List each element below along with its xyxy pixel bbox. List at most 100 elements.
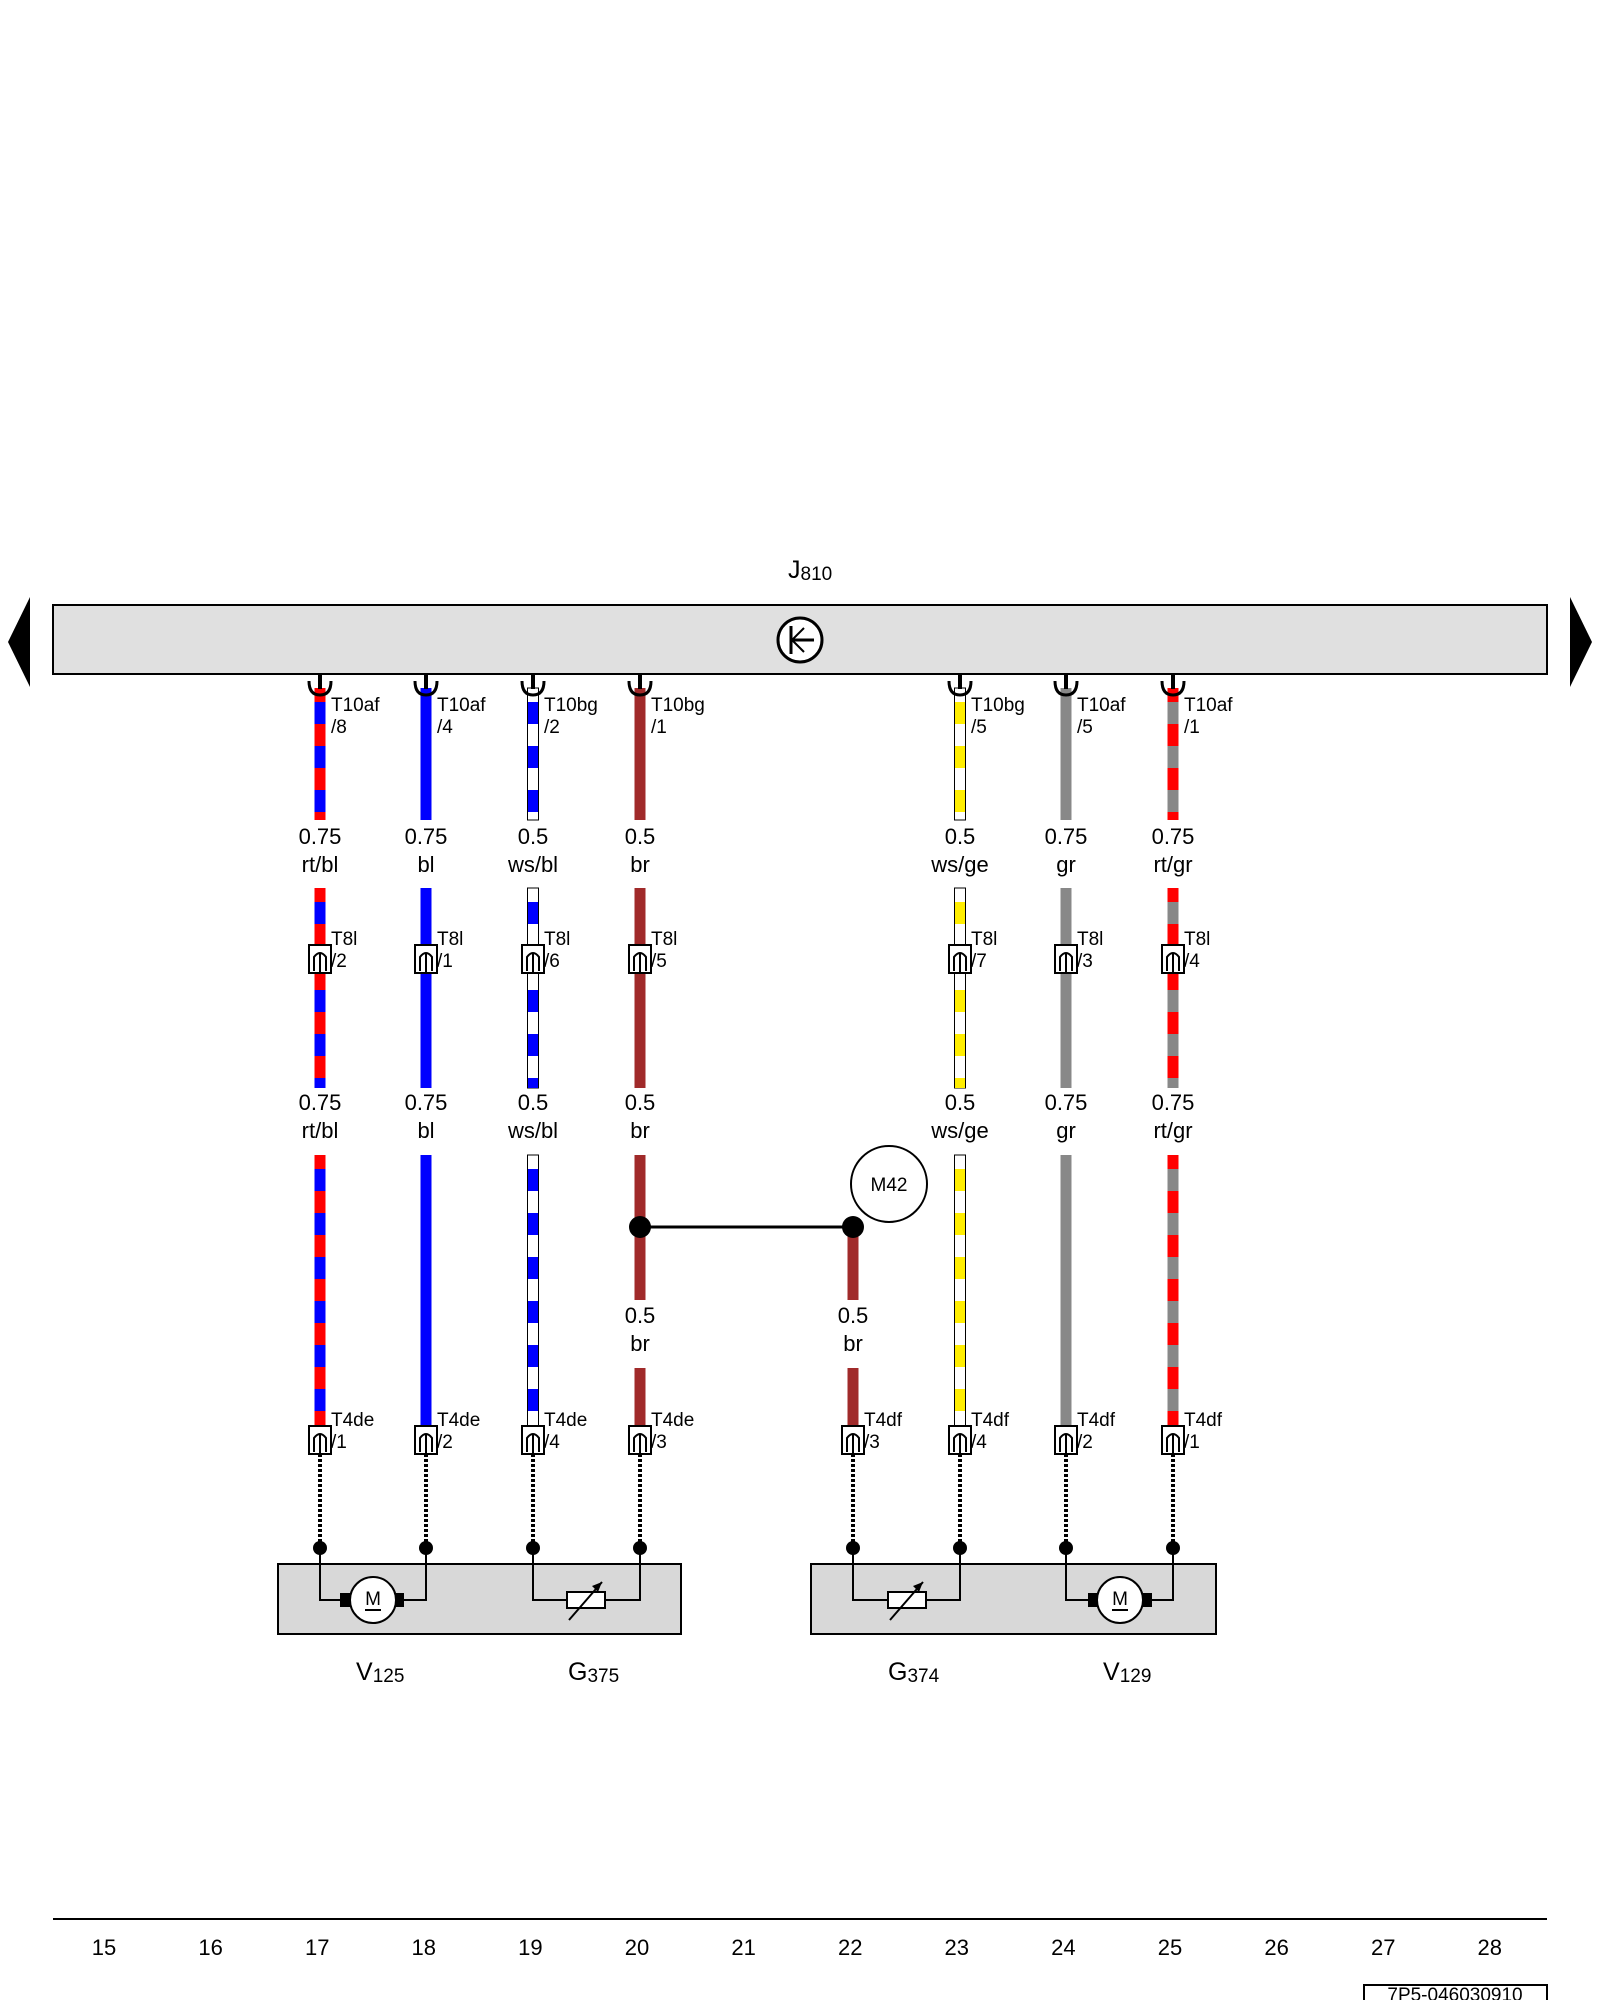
connector-label: T8l [331, 929, 357, 950]
column-number: 20 [625, 1935, 649, 1960]
connector-pin-icon[interactable] [414, 1425, 438, 1455]
wire-gauge-label: 0.5 [945, 1090, 976, 1115]
motor-icon: M [340, 1576, 404, 1624]
connector-label: T4df [864, 1410, 903, 1431]
wire-color-label: rt/bl [302, 1118, 339, 1143]
connector-pin-label: /1 [437, 951, 453, 972]
doc-code-box [1363, 1984, 1548, 2000]
connector-pin-label: /8 [331, 717, 347, 738]
connector-pin-label: /2 [544, 717, 560, 738]
column-number: 23 [945, 1935, 969, 1960]
connector-pin-icon[interactable] [413, 675, 439, 697]
wire-color-label: br [630, 852, 650, 877]
wire-gauge-label: 0.75 [1045, 824, 1088, 849]
motor-icon: M [1088, 1576, 1152, 1624]
arrow-right-icon[interactable] [1570, 597, 1592, 687]
wire-color-label: gr [1056, 852, 1076, 877]
connector-pin-icon[interactable] [521, 944, 545, 974]
wire-color-label: ws/ge [930, 1118, 988, 1143]
component-label-v129: V129 [1103, 1658, 1151, 1687]
connector-label: T8l [437, 929, 463, 950]
connector-label: T10af [1077, 695, 1126, 716]
connector-label: T10af [1184, 695, 1233, 716]
ground-arrow-circle-icon [776, 616, 824, 664]
wire-color-label: ws/bl [507, 1118, 558, 1143]
connector-pin-icon[interactable] [308, 944, 332, 974]
connector-pin-icon[interactable] [1054, 944, 1078, 974]
connector-pin-icon[interactable] [1161, 1425, 1185, 1455]
connector-label: T4df [1077, 1410, 1116, 1431]
connector-pin-label: /3 [651, 1432, 667, 1453]
connector-label: T8l [1184, 929, 1210, 950]
connector-label: T10bg [544, 695, 598, 716]
connector-pin-icon[interactable] [308, 1425, 332, 1455]
wire-color-label: rt/bl [302, 852, 339, 877]
ground-splice: M42 [629, 1145, 928, 1238]
wire-gauge-label: 0.5 [625, 1090, 656, 1115]
column-number: 22 [838, 1935, 862, 1960]
wire-gauge-label: 0.75 [1152, 1090, 1195, 1115]
connector-pin-icon[interactable] [414, 944, 438, 974]
connector-pin-label: /4 [544, 1432, 560, 1453]
connector-label: T10af [331, 695, 380, 716]
wire-color-label: rt/gr [1153, 852, 1192, 877]
connector-pin-label: /1 [331, 1432, 347, 1453]
wire-gauge-label: 0.75 [405, 824, 448, 849]
component-internal-wiring [319, 1547, 1174, 1601]
connector-pin-label: /2 [331, 951, 347, 972]
doc-code: 7P5-046030910 [1387, 1985, 1522, 2000]
connector-label: T4de [651, 1410, 694, 1431]
connector-pin-label: /7 [971, 951, 987, 972]
connector-pin-label: /1 [651, 717, 667, 738]
connector-pin-icon[interactable] [627, 675, 653, 697]
connector-pin-label: /1 [1184, 1432, 1200, 1453]
wire-gauge-label: 0.75 [1045, 1090, 1088, 1115]
arrow-left-icon[interactable] [8, 597, 30, 687]
column-number: 15 [92, 1935, 116, 1960]
column-number: 28 [1478, 1935, 1502, 1960]
column-number: 24 [1051, 1935, 1075, 1960]
connector-pin-icon[interactable] [520, 675, 546, 697]
connector-label: T4df [1184, 1410, 1223, 1431]
connector-pin-label: /2 [437, 1432, 453, 1453]
connector-pin-icon[interactable] [628, 944, 652, 974]
wire-color-label: br [843, 1331, 863, 1356]
connector-pin-icon[interactable] [948, 944, 972, 974]
connector-pin-icon[interactable] [948, 1425, 972, 1455]
connector-pin-label: /3 [1077, 951, 1093, 972]
connector-pin-label: /4 [1184, 951, 1200, 972]
connector-pin-icon[interactable] [628, 1425, 652, 1455]
connector-label: T8l [971, 929, 997, 950]
connector-pin-icon[interactable] [521, 1425, 545, 1455]
connector-pin-icon[interactable] [1160, 675, 1186, 697]
connector-pin-icon[interactable] [841, 1425, 865, 1455]
wire-gauge-label: 0.5 [625, 824, 656, 849]
connector-pin-label: /6 [544, 951, 560, 972]
wire-gauge-label: 0.5 [945, 824, 976, 849]
connector-pin-label: /4 [437, 717, 453, 738]
wire-gauge-label: 0.75 [1152, 824, 1195, 849]
connector-pin-icon[interactable] [1161, 944, 1185, 974]
connector-label: T8l [651, 929, 677, 950]
wire-gauge-label: 0.5 [625, 1303, 656, 1328]
connector-pin-icon[interactable] [1053, 675, 1079, 697]
connector-pin-label: /5 [1077, 717, 1093, 738]
connector-pin-icon[interactable] [947, 675, 973, 697]
connector-pin-icon[interactable] [307, 675, 333, 697]
wire-color-label: gr [1056, 1118, 1076, 1143]
connector-pin-label: /2 [1077, 1432, 1093, 1453]
svg-text:M: M [365, 1589, 381, 1610]
connector-label: T4de [331, 1410, 374, 1431]
column-number: 18 [412, 1935, 436, 1960]
connector-pin-icon[interactable] [1054, 1425, 1078, 1455]
column-number: 26 [1264, 1935, 1288, 1960]
connector-label: T4de [437, 1410, 480, 1431]
